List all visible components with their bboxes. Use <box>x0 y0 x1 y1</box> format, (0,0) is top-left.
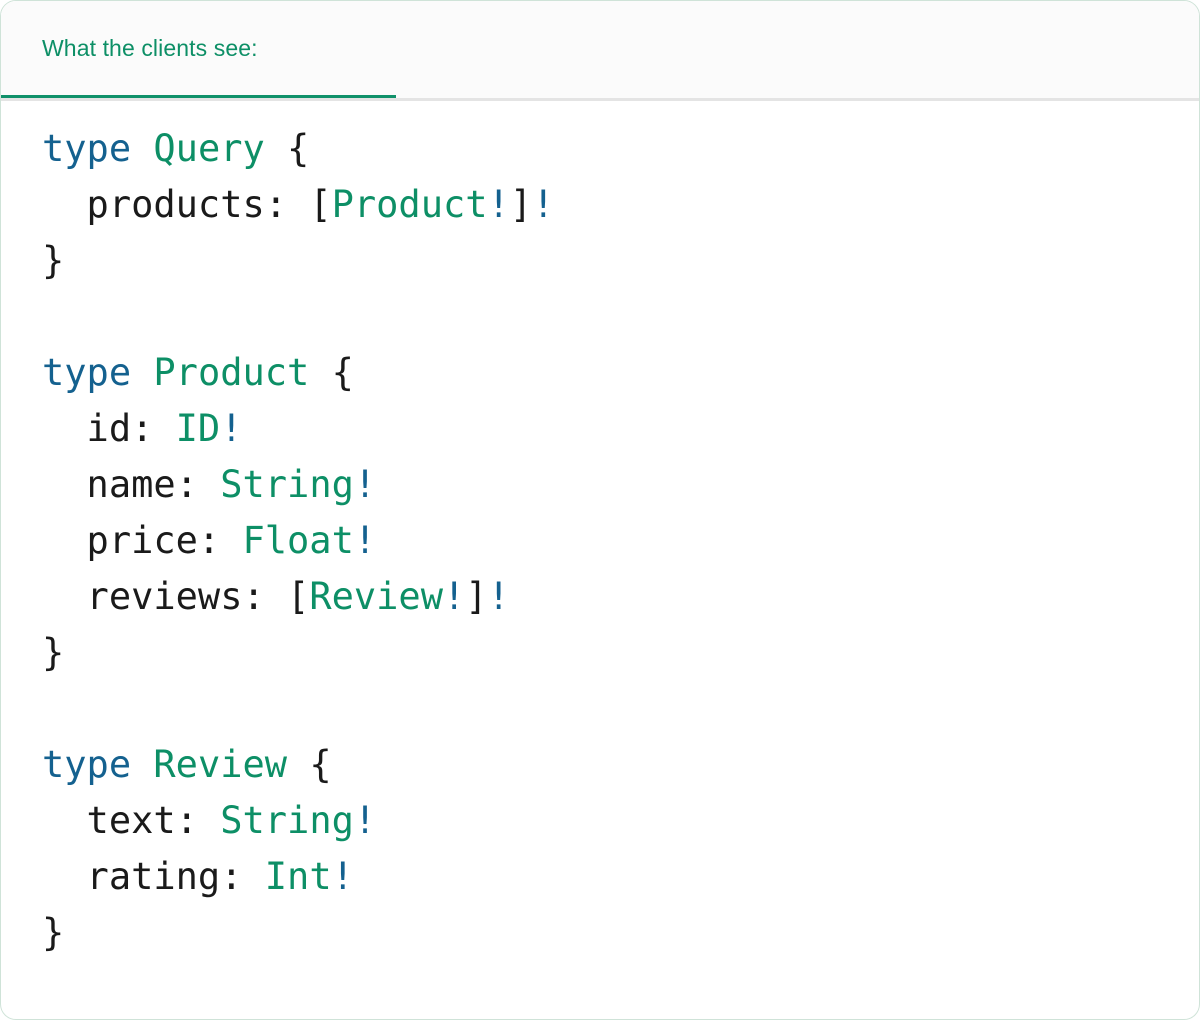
code-token-bang: ! <box>331 855 354 898</box>
code-token-punct: ] <box>465 575 488 618</box>
code-token-punct: [ <box>309 183 332 226</box>
code-token-kw: type <box>42 743 132 786</box>
code-line: products: [Product!]! <box>42 177 1199 233</box>
code-token-punct: } <box>42 239 65 282</box>
code-line: } <box>42 233 1199 289</box>
code-token-type: Review <box>153 743 288 786</box>
tab-strip: What the clients see: <box>1 1 1199 101</box>
code-token-field: id: <box>42 407 176 450</box>
code-token-punct: } <box>42 631 65 674</box>
code-line: price: Float! <box>42 513 1199 569</box>
code-token-field: price: <box>42 519 243 562</box>
code-token-bang: ! <box>220 407 243 450</box>
code-token-bang: ! <box>487 575 510 618</box>
code-token-bang: ! <box>442 575 466 618</box>
code-line <box>42 289 1199 345</box>
code-token-punct <box>131 743 153 786</box>
code-token-field: products: <box>42 183 310 226</box>
code-block: type Query { products: [Product!]!} type… <box>42 121 1199 961</box>
code-token-bang: ! <box>353 799 377 842</box>
code-line: type Product { <box>42 345 1199 401</box>
tab-label: What the clients see: <box>42 34 258 61</box>
code-token-type: Review <box>309 575 443 618</box>
code-token-punct <box>131 127 153 170</box>
code-token-bang: ! <box>487 183 510 226</box>
code-token-bang: ! <box>353 463 377 506</box>
code-line: rating: Int! <box>42 849 1199 905</box>
code-token-type: Float <box>242 519 354 562</box>
code-line: type Query { <box>42 121 1199 177</box>
code-editor[interactable]: type Query { products: [Product!]!} type… <box>1 101 1199 961</box>
code-token-field: reviews: <box>42 575 288 618</box>
code-token-type: ID <box>175 407 221 450</box>
code-token-punct: { <box>287 743 332 786</box>
code-token-punct: ] <box>509 183 533 226</box>
code-token-kw: type <box>42 127 132 170</box>
code-token-type: String <box>220 463 354 506</box>
code-token-type: Product <box>153 351 310 394</box>
code-token-punct: { <box>309 351 354 394</box>
code-token-punct: { <box>264 127 310 170</box>
code-token-field: rating: <box>42 855 265 898</box>
code-token-type: String <box>220 799 354 842</box>
code-token-kw: type <box>42 351 132 394</box>
code-line: text: String! <box>42 793 1199 849</box>
code-token-bang: ! <box>532 183 555 226</box>
code-line: name: String! <box>42 457 1199 513</box>
code-line: } <box>42 905 1199 961</box>
code-line: id: ID! <box>42 401 1199 457</box>
code-token-bang: ! <box>353 519 377 562</box>
code-token-type: Int <box>264 855 332 898</box>
code-token-type: Query <box>153 127 265 170</box>
code-token-punct: [ <box>287 575 310 618</box>
code-token-field: text: <box>42 799 221 842</box>
code-line: } <box>42 625 1199 681</box>
tab-what-the-clients-see[interactable]: What the clients see: <box>1 1 396 98</box>
code-token-punct <box>131 351 153 394</box>
code-token-field: name: <box>42 463 221 506</box>
code-line <box>42 681 1199 737</box>
code-token-type: Product <box>331 183 488 226</box>
code-line: reviews: [Review!]! <box>42 569 1199 625</box>
code-token-punct: } <box>42 911 65 954</box>
code-line: type Review { <box>42 737 1199 793</box>
